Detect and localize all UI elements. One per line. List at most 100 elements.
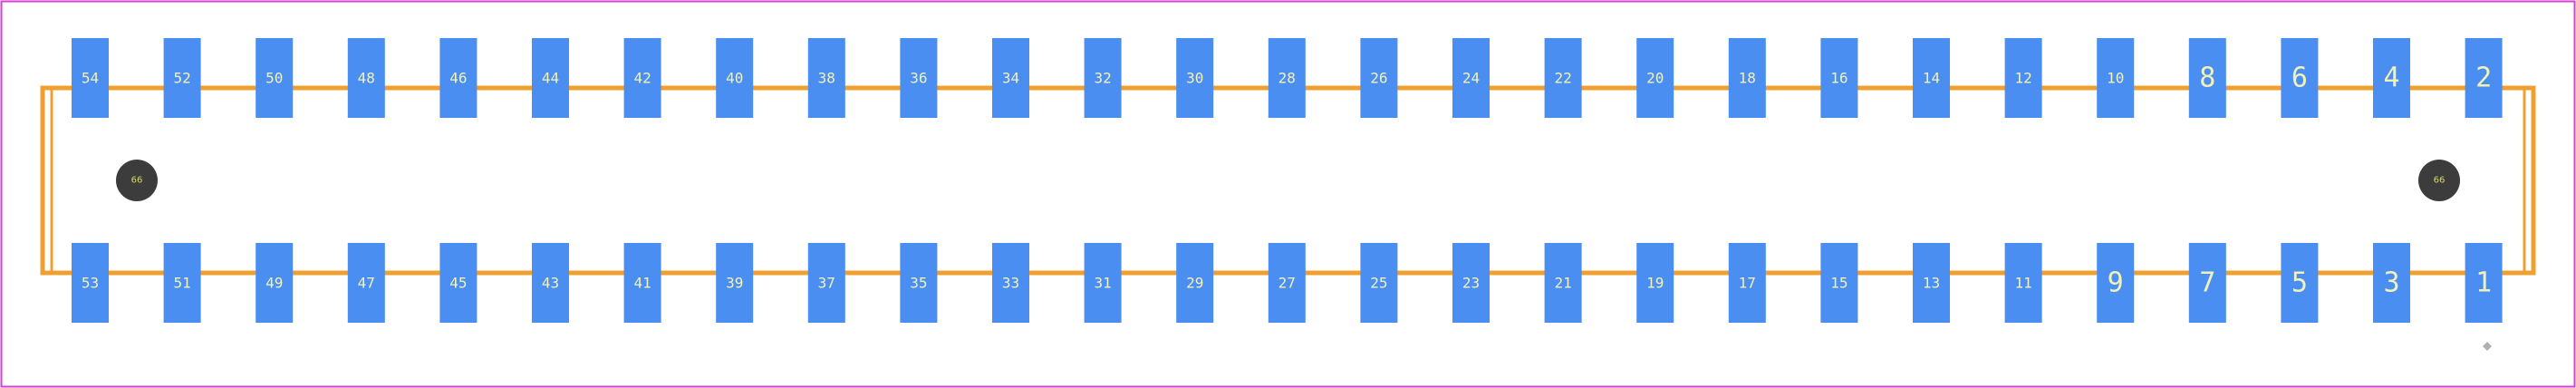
pad-52-label: 52 [173,70,190,87]
pad-19-label: 19 [1646,275,1664,292]
pad-46-label: 46 [449,70,467,87]
pad-27: 27 [1268,243,1306,323]
pad-30-label: 30 [1186,70,1203,87]
pad-6-copper [2281,38,2319,118]
pad-35-copper [900,243,938,323]
pad-21-label: 21 [1554,275,1571,292]
pad-15-label: 15 [1830,275,1848,292]
pad-10-copper [2097,38,2135,118]
pad-8: 8 [2188,38,2226,118]
pad-51-copper [163,243,201,323]
pad-43-label: 43 [542,275,559,292]
pad-6-label: 6 [2291,63,2308,94]
pad-20-copper [1636,38,1674,118]
pad-9: 9 [2097,243,2135,323]
pad-41: 41 [623,243,661,323]
pad-32-label: 32 [1094,70,1111,87]
pad-4: 4 [2373,38,2410,118]
pad-13-copper [1913,243,1950,323]
pad-20: 20 [1636,38,1674,118]
pad-10-label: 10 [2107,70,2124,87]
pad-50-label: 50 [265,70,283,87]
pad-7-label: 7 [2199,267,2215,299]
pad-1-label: 1 [2475,267,2492,299]
pad-22-label: 22 [1554,70,1571,87]
pad-33-label: 33 [1002,275,1019,292]
pad-46-copper [439,38,478,118]
pad-45-copper [439,243,478,323]
pad-48-copper [347,38,385,118]
pad-18: 18 [1728,38,1766,118]
pad-14-copper [1913,38,1950,118]
pad-37-copper [807,243,845,323]
pad-32: 32 [1084,38,1122,118]
pad-11-label: 11 [2014,275,2031,292]
pad-42-copper [623,38,661,118]
pad-38-label: 38 [818,70,835,87]
pad-1: 1 [2465,243,2503,323]
pad-41-copper [623,243,661,323]
pad-42-label: 42 [633,70,651,87]
pad-40-label: 40 [726,70,743,87]
pad-43: 43 [532,243,569,323]
pad-44-copper [532,38,569,118]
pad-26-copper [1360,38,1398,118]
pad-49: 49 [256,243,294,323]
pad-29-label: 29 [1186,275,1203,292]
pad-24-label: 24 [1462,70,1480,87]
pad-47: 47 [347,243,385,323]
pad-48-label: 48 [358,70,375,87]
pad-20-label: 20 [1646,70,1664,87]
pad-31: 31 [1084,243,1122,323]
pad-52-copper [163,38,201,118]
pad-18-copper [1728,38,1766,118]
mount-hole-right: 66 [2418,160,2460,201]
pad-39-label: 39 [726,275,743,292]
pad-4-copper [2373,38,2410,118]
pad-32-copper [1084,38,1122,118]
pad-4-label: 4 [2383,63,2399,94]
pad-23-copper [1452,243,1490,323]
pad-15: 15 [1820,243,1858,323]
pad-48: 48 [347,38,385,118]
pad-27-copper [1268,243,1306,323]
pad-12-copper [2004,38,2042,118]
pad-40-copper [716,38,754,118]
pad-40: 40 [716,38,754,118]
pad-29: 29 [1176,243,1214,323]
pad-47-copper [347,243,385,323]
pad-7: 7 [2188,243,2226,323]
pad-38: 38 [807,38,845,118]
pad-15-copper [1820,243,1858,323]
pad-54-label: 54 [82,70,99,87]
pad-46: 46 [439,38,478,118]
pad-12-label: 12 [2014,70,2031,87]
pad-36: 36 [900,38,938,118]
pad-22-copper [1544,38,1582,118]
pad-5-label: 5 [2291,267,2308,299]
pad-28-copper [1268,38,1306,118]
pad-26-label: 26 [1370,70,1387,87]
pad-39-copper [716,243,754,323]
pad-41-label: 41 [633,275,651,292]
pad-51: 51 [163,243,201,323]
pad-16-copper [1820,38,1858,118]
pad-25-label: 25 [1370,275,1387,292]
pad-36-copper [900,38,938,118]
pad-25-copper [1360,243,1398,323]
pad-36-label: 36 [910,70,927,87]
pad-35-label: 35 [910,275,927,292]
mount-hole-right-drill [2418,160,2460,201]
pad-45: 45 [439,243,478,323]
pad-31-copper [1084,243,1122,323]
pad-23-label: 23 [1462,275,1480,292]
pad-2: 2 [2465,38,2503,118]
pad-24-copper [1452,38,1490,118]
pad-34-copper [992,38,1029,118]
pad-3-copper [2373,243,2410,323]
pad-27-label: 27 [1278,275,1296,292]
